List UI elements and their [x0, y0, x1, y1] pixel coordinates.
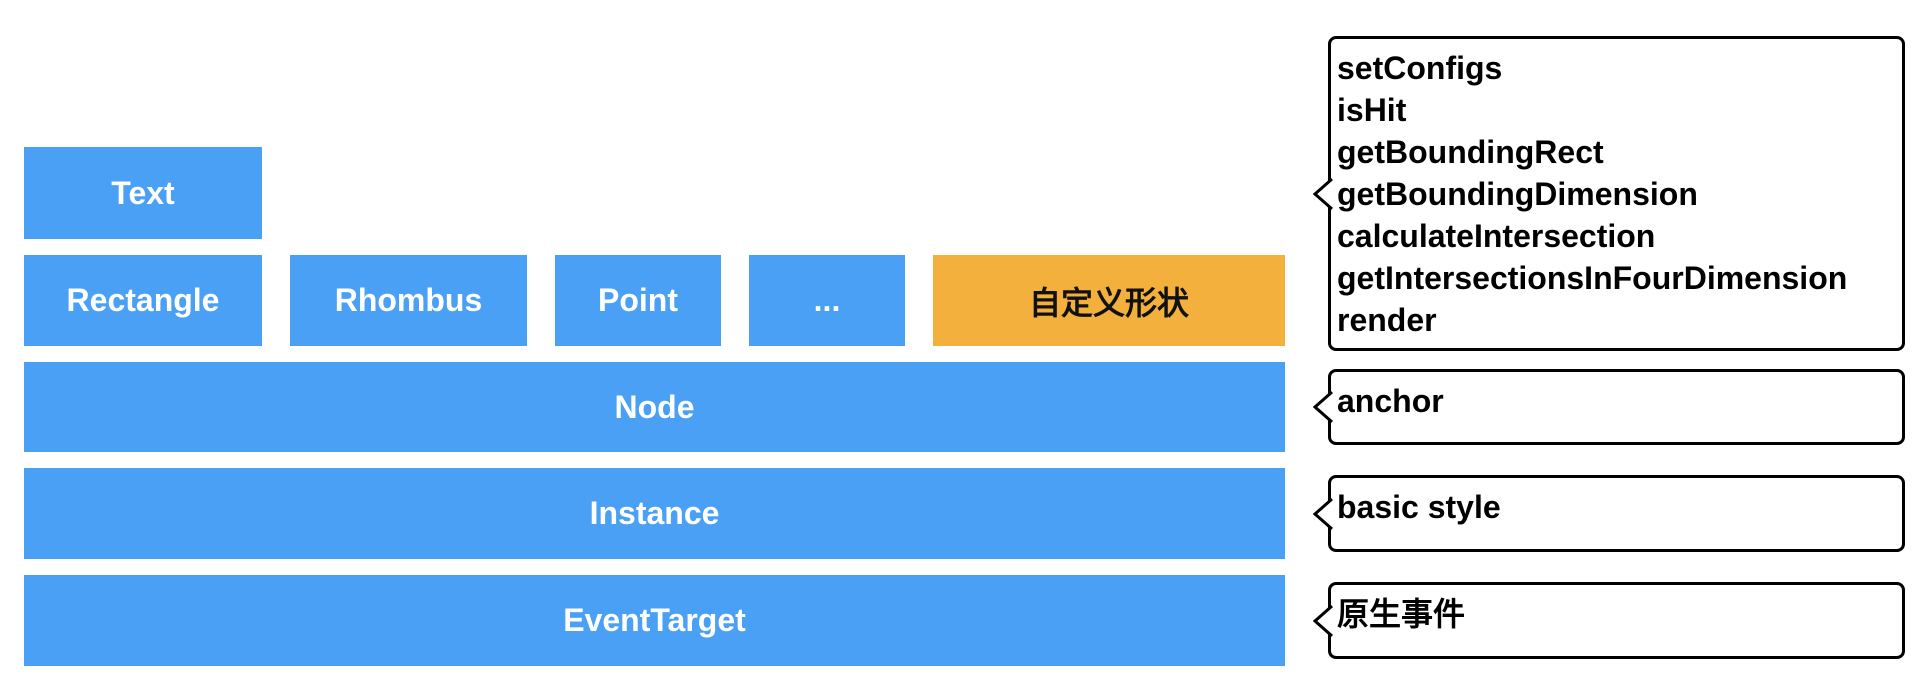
note-pointer-icon	[1313, 604, 1333, 637]
method-is-hit: isHit	[1337, 92, 1407, 128]
instance-layer-box: Instance	[24, 468, 1285, 559]
event-target-note: 原生事件	[1313, 582, 1905, 659]
method-set-configs: setConfigs	[1337, 50, 1503, 86]
point-shape-box: Point	[555, 255, 721, 346]
instance-note-text: basic style	[1337, 489, 1501, 525]
node-note-text: anchor	[1337, 383, 1444, 419]
event-target-layer-box: EventTarget	[24, 575, 1285, 666]
method-calculate-intersection: calculateIntersection	[1337, 218, 1656, 254]
rectangle-shape-box: Rectangle	[24, 255, 262, 346]
text-shape-box: Text	[24, 147, 262, 239]
note-pointer-icon	[1313, 497, 1333, 530]
rhombus-shape-box: Rhombus	[290, 255, 527, 346]
method-get-bounding-rect: getBoundingRect	[1337, 134, 1604, 170]
node-layer-box: Node	[24, 362, 1285, 452]
shape-methods-note: setConfigs isHit getBoundingRect getBoun…	[1313, 36, 1905, 351]
event-target-note-text: 原生事件	[1337, 596, 1466, 632]
node-note: anchor	[1313, 369, 1905, 445]
note-pointer-icon	[1313, 177, 1333, 210]
instance-note: basic style	[1313, 475, 1905, 552]
custom-shape-box: 自定义形状	[933, 255, 1285, 346]
method-get-intersections-in-four-dimension: getIntersectionsInFourDimension	[1337, 260, 1848, 296]
note-pointer-icon	[1313, 391, 1333, 423]
more-shapes-box: ...	[749, 255, 905, 346]
method-get-bounding-dimension: getBoundingDimension	[1337, 176, 1698, 212]
method-render: render	[1337, 302, 1437, 338]
